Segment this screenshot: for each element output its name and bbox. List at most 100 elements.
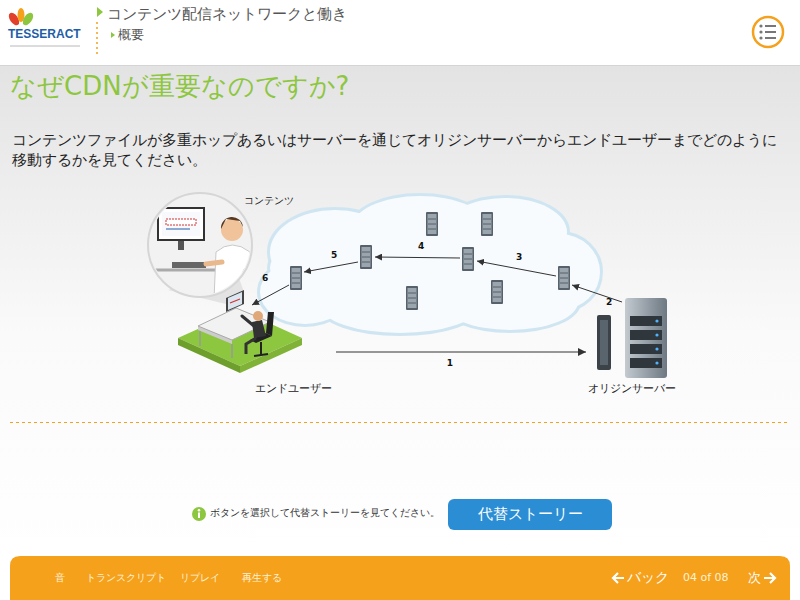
menu-icon [753, 17, 783, 47]
origin-server-illustration [597, 298, 667, 378]
zoom-caption: コンテンツ [244, 195, 294, 208]
server-bay [630, 316, 662, 326]
player-control: 音 [55, 572, 65, 585]
logo-leaf [21, 11, 36, 27]
header-divider [96, 22, 98, 56]
nav-button: バック [627, 569, 669, 587]
node-label: エンドユーザー [255, 382, 332, 396]
player-control: リプレイ [180, 572, 220, 585]
menu-ring [753, 17, 783, 47]
hop-arrow [252, 285, 289, 305]
callout-number: 3 [516, 252, 522, 263]
server-icon [290, 266, 302, 290]
hop-arrow [304, 262, 358, 272]
course-title: コンテンツ配信ネットワークと働き [107, 5, 347, 24]
edge-servers [290, 212, 570, 310]
chair-base [254, 354, 268, 356]
end-user-illustration [178, 290, 302, 373]
menu-line [765, 31, 776, 33]
user-head [253, 311, 263, 321]
info-circle [192, 507, 206, 521]
server-icon [462, 247, 474, 271]
player-control: トランスクリプト [86, 572, 166, 585]
desk-leg [199, 330, 201, 346]
user-arm [242, 316, 254, 326]
info-icon [192, 507, 206, 521]
server-light [655, 319, 658, 322]
player-bar: 音 トランスクリプト リプレイ 再生する バック 04 of 08 次 [10, 556, 790, 600]
zoom-person-body [214, 245, 254, 300]
monitor-stand [178, 240, 184, 250]
desk-monitor [226, 290, 244, 312]
logo-text: TESSERACT [8, 27, 81, 42]
next-arrow-icon [764, 573, 775, 583]
hop-arrow [477, 261, 556, 276]
connector-arrow [336, 351, 586, 352]
button-label: 代替ストーリー [478, 505, 583, 524]
menu-dot [759, 30, 762, 33]
logo-tagline-rule [10, 46, 80, 47]
chair-back [266, 312, 274, 336]
node-label: オリジンサーバー [588, 382, 676, 396]
page-title: なぜCDNが重要なのですか? [10, 70, 349, 103]
server-light [655, 347, 658, 350]
section-name: 概要 [118, 27, 144, 43]
player-control: 再生する [242, 572, 282, 585]
network-cloud [260, 196, 600, 333]
server-icon [360, 245, 372, 269]
nav-button: 次 [748, 570, 761, 586]
server-icon [558, 266, 570, 290]
back-arrow-icon [613, 573, 624, 583]
floor-platform-side [240, 338, 302, 373]
menu-line [765, 37, 776, 39]
player-bar-band [10, 556, 790, 600]
callout-number: 1 [447, 358, 453, 369]
menu-dot [759, 24, 762, 27]
hop-arrow [375, 257, 460, 258]
screen-content [166, 219, 196, 225]
section-separator [10, 422, 790, 423]
hop-arrow [572, 285, 622, 302]
server-icon [491, 280, 503, 304]
desk-top [198, 308, 270, 340]
server-light [655, 333, 658, 336]
network-device-front [600, 320, 608, 365]
server-bay [630, 358, 662, 368]
server-tower [625, 298, 667, 378]
callout-number: 4 [418, 241, 424, 252]
user-body [252, 320, 266, 338]
info-stem [198, 513, 200, 519]
screen-content [166, 228, 190, 230]
logo-mark [7, 8, 80, 46]
content-ground [0, 65, 800, 556]
desk-leg [231, 344, 233, 358]
screen-content [230, 299, 240, 303]
server-bay [630, 330, 662, 340]
zoom-person-hair [221, 217, 243, 229]
hop-arrows [252, 257, 622, 305]
info-dot [198, 509, 201, 512]
instruction-text: コンテンツファイルが多重ホップあるいはサーバーを通じてオリジンサーバーからエンド… [12, 131, 788, 170]
header-rule [0, 65, 800, 66]
alternate-story-button: 代替ストーリー [448, 499, 612, 530]
breadcrumb-marker [97, 7, 103, 17]
desk-screen [228, 292, 242, 310]
server-icon [406, 286, 418, 310]
chair-leg [260, 342, 262, 355]
server-icon [481, 212, 493, 236]
server-icon [426, 212, 438, 236]
zoom-view [148, 193, 254, 300]
page-counter: 04 of 08 [683, 571, 729, 585]
zoom-monitor [158, 208, 204, 240]
menu-dot [759, 36, 762, 39]
breadcrumb-marker [111, 32, 115, 38]
zoom-person-arm [206, 262, 222, 264]
menu-line [765, 25, 776, 27]
callout-number: 2 [606, 297, 612, 308]
end-user-node: エンドユーザー [175, 298, 336, 398]
callout-number: 5 [331, 250, 337, 261]
button-hint: ボタンを選択して代替ストーリーを見てください。 [210, 507, 440, 520]
zoom-screen [162, 212, 200, 236]
zoom-keyboard [172, 262, 206, 268]
network-device [597, 315, 611, 370]
